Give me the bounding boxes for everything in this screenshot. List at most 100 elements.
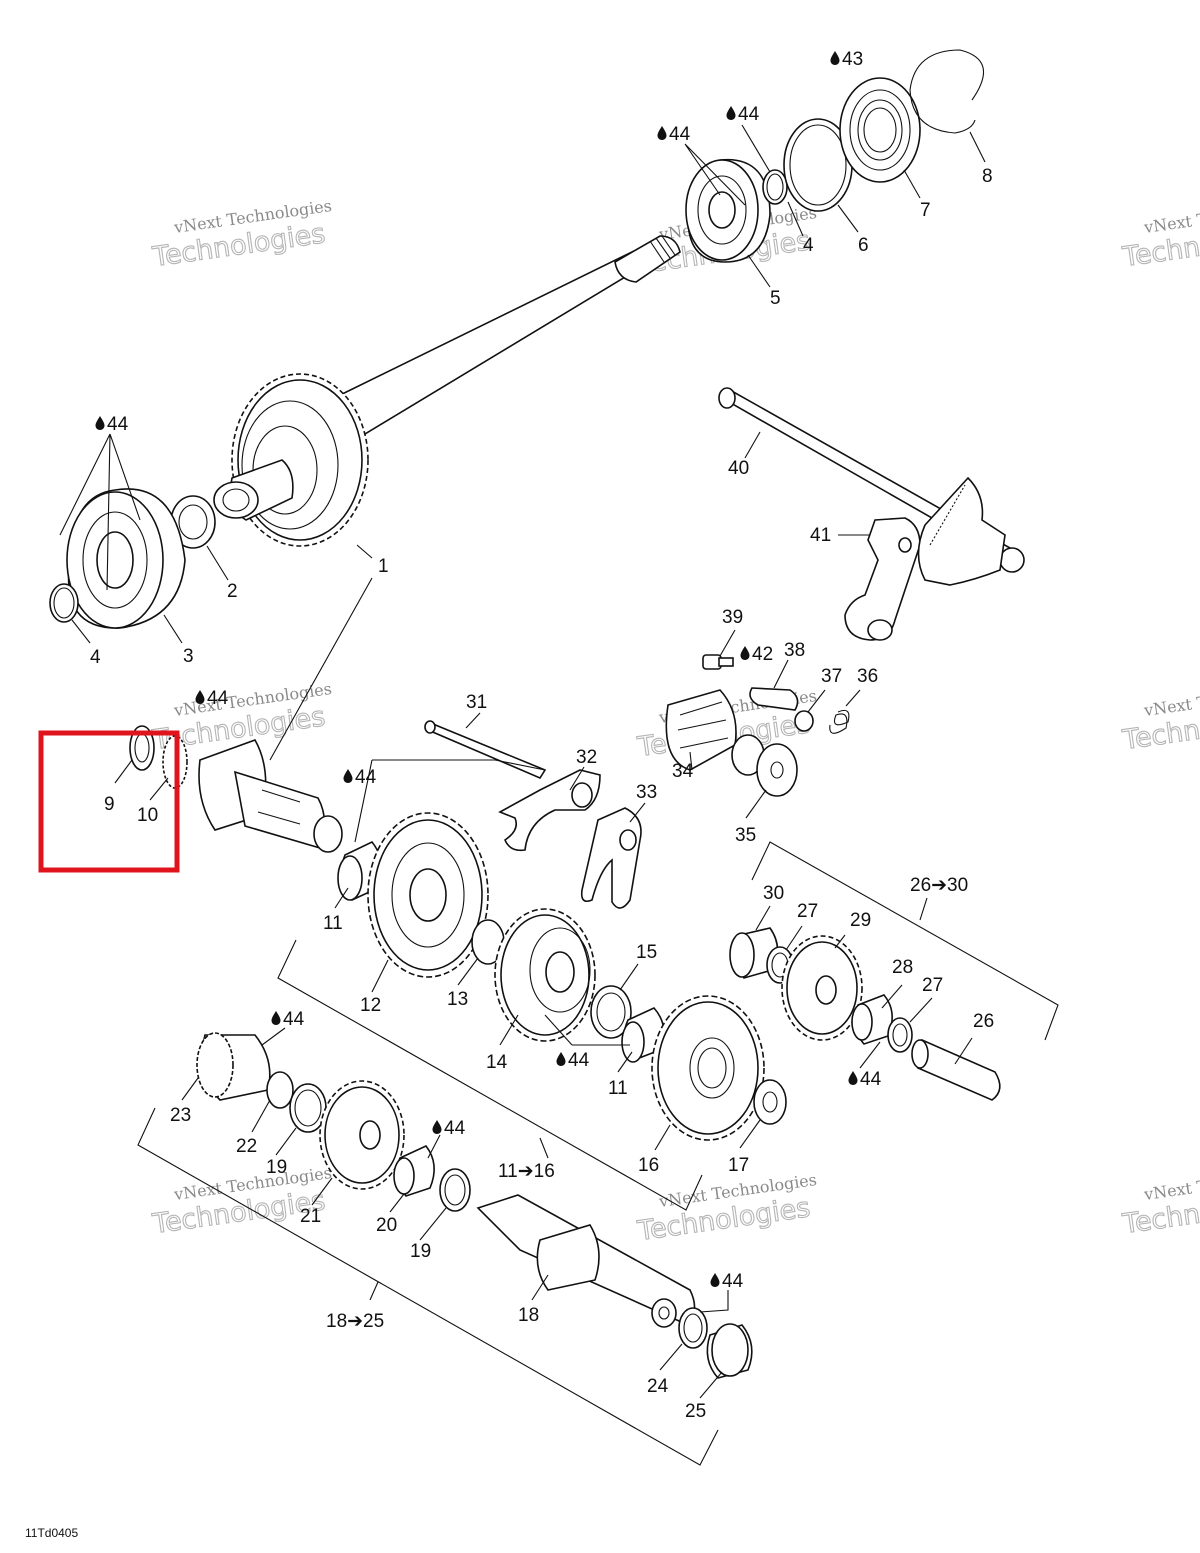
lube-44: 44 [710,1271,744,1292]
callout-31: 31 [466,692,487,713]
needle-bearing-11b [621,1007,665,1063]
watermark: vNext Technologies Technologies [1120,196,1200,274]
lube-44: 44 [556,1050,590,1071]
callout-40: 40 [728,458,749,479]
group-label-11-16: 11➔16 [498,1161,555,1182]
callout-6: 6 [858,235,869,256]
shift-shaft-assembly [718,387,1025,641]
callout-22: 22 [236,1136,257,1157]
lube-label: 44 [107,414,129,435]
group-label-26-30: 26➔30 [910,875,968,896]
lube-label: 44 [283,1009,305,1030]
shift-forks [424,720,642,909]
ball-bearing-5 [685,158,771,263]
callout-24: 24 [647,1376,669,1397]
callout-18: 18 [518,1305,539,1326]
callout-33: 33 [636,782,657,803]
callout-27: 27 [797,901,818,922]
output-shaft [328,247,662,442]
shift-drum-assembly [665,654,850,797]
callout-2: 2 [227,581,238,602]
callout-30: 30 [763,883,784,904]
lube-label: 44 [738,104,760,125]
watermark-line1: vNext Technologies [1142,1163,1200,1204]
gear-group-18-25 [196,1032,753,1379]
fork-shaft-31 [426,723,547,780]
callout-4: 4 [90,647,101,668]
lube-label: 44 [355,767,377,788]
gear-29 [781,935,863,1041]
callout-36: 36 [857,666,878,687]
shift-drum-34 [665,689,737,771]
lube-44: 44 [432,1118,466,1139]
ball-bearing-3 [66,488,186,629]
callout-17: 17 [728,1155,749,1176]
watermark: vNext Technologies Technologies [635,1170,818,1248]
callout-11: 11 [323,913,343,934]
callout-25: 25 [685,1401,706,1422]
callout-21: 21 [300,1206,321,1227]
washer-17 [753,1079,787,1125]
callout-7: 7 [920,200,931,221]
figure-reference: 11Td0405 [25,1526,78,1540]
shift-fork-33 [580,807,642,909]
lube-44: 44 [95,414,129,435]
callout-3: 3 [183,646,194,667]
group-label-18-25: 18➔25 [326,1311,384,1332]
callout-10: 10 [137,805,158,826]
callout-5: 5 [770,288,781,309]
lube-44: 44 [271,1009,305,1030]
lube-44: 44 [343,767,377,788]
gear-12 [367,812,489,978]
callout-13: 13 [447,989,468,1010]
lube-label: 44 [860,1069,882,1090]
lube-label: 44 [444,1118,466,1139]
group-brackets [137,841,1059,1466]
group-labels: 26➔30 11➔16 18➔25 [326,875,968,1332]
callout-16: 16 [638,1155,659,1176]
oil-seal-7 [839,77,921,183]
lube-label: 44 [669,124,691,145]
lube-44: 44 [657,124,691,145]
callout-15: 15 [636,942,657,963]
callout-8: 8 [982,166,993,187]
callout-28: 28 [892,957,913,978]
callout-41: 41 [810,525,831,546]
callout-9: 9 [104,794,115,815]
spring-36 [829,709,850,734]
callout-37: 37 [821,666,842,687]
circlip-22 [266,1071,294,1109]
index-plate-35 [756,743,798,797]
callout-19: 19 [266,1157,287,1178]
watermark: vNext Technologies Technologies [1120,679,1200,757]
screw-39 [702,654,734,670]
watermark-line1: vNext Technologies [1142,679,1200,720]
watermark: vNext Technologies Technologies [150,196,333,274]
lube-label: 44 [207,688,229,709]
lube-44: 44 [195,688,229,709]
lube-43: 43 [830,49,863,70]
callout-26: 26 [973,1011,994,1032]
watermark: vNext Technologies Technologies [1120,1163,1200,1241]
callout-23: 23 [170,1105,191,1126]
pinion-shaft [233,770,326,849]
callout-19: 19 [410,1241,431,1262]
shift-fork-32 [498,769,601,852]
callout-12: 12 [360,995,381,1016]
callout-29: 29 [850,910,871,931]
circlip-8 [909,49,985,134]
shaft-26 [917,1038,1001,1101]
callout-38: 38 [784,640,805,661]
input-pinion-assembly [129,725,343,853]
washer-9 [129,725,155,771]
gear-group-11-16 [337,812,787,1141]
gear-group-26-30 [729,927,1001,1101]
index-lever-38 [749,687,799,711]
lube-44: 44 [848,1069,882,1090]
lube-42: 42 [740,644,773,665]
callout-20: 20 [376,1215,397,1236]
callout-14: 14 [486,1052,508,1073]
lube-symbols: 43 44 44 44 44 44 44 44 44 44 44 42 [95,49,882,1292]
callout-34: 34 [672,761,694,782]
output-shaft-assembly [49,49,985,629]
